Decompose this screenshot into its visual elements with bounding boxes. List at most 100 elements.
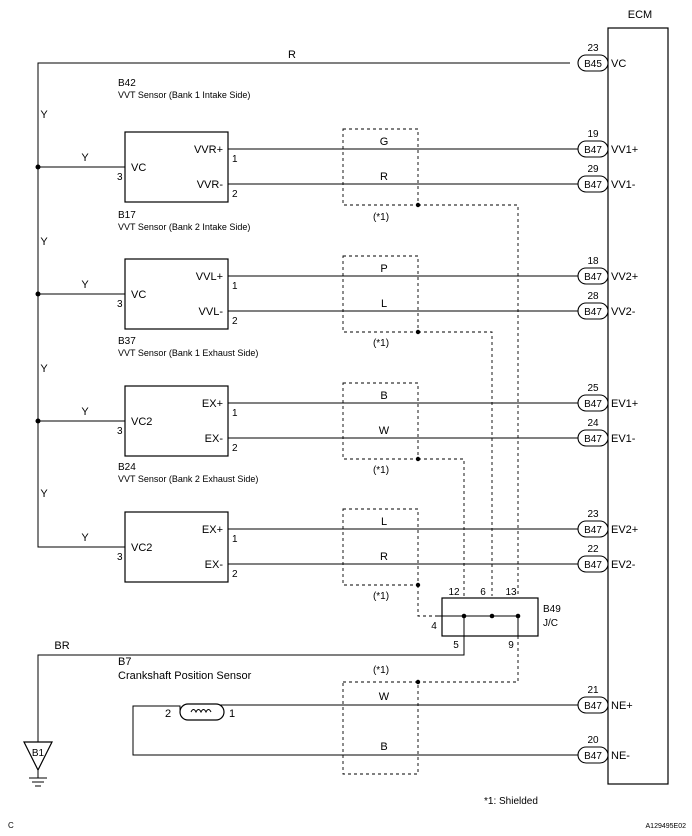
jc-pin: 12 xyxy=(448,587,460,598)
ecm-block xyxy=(607,27,669,785)
wire-color-label: P xyxy=(380,263,387,275)
ecm-pin-name: EV1+ xyxy=(611,398,638,410)
shield-outline xyxy=(342,508,419,586)
ecm-connector-oval xyxy=(577,302,609,320)
ecm-connector-oval xyxy=(577,54,609,72)
jc-pin: 6 xyxy=(480,587,486,598)
ecm-connector-oval xyxy=(577,175,609,193)
wire-color-y: Y xyxy=(81,279,89,291)
ecm-pin-name: VV2- xyxy=(611,306,636,318)
ecm-connector-oval xyxy=(577,746,609,764)
pin-number: 2 xyxy=(232,569,238,580)
wire-color-y: Y xyxy=(40,488,48,500)
wire-color-supply: R xyxy=(288,49,296,61)
sensor-box-b24 xyxy=(124,511,229,583)
jc-code: B49 xyxy=(543,604,561,615)
junction-dot xyxy=(515,613,521,619)
pin-number: 3 xyxy=(117,172,123,183)
ecm-pin-number: 23 xyxy=(587,509,599,520)
crank-name: Crankshaft Position Sensor xyxy=(118,670,252,682)
sensor-vc-label: VC xyxy=(131,162,146,174)
pin-number: 3 xyxy=(117,299,123,310)
ecm-connector-code: B47 xyxy=(584,701,602,712)
ecm-connector-code: B47 xyxy=(584,399,602,410)
pin-number: 1 xyxy=(232,154,238,165)
shield-outline xyxy=(342,255,419,333)
ecm-pin-name: EV2- xyxy=(611,559,636,571)
pin-number: 1 xyxy=(232,408,238,419)
sensor-name: VVT Sensor (Bank 1 Intake Side) xyxy=(118,90,250,100)
shield-drain-wire xyxy=(418,458,465,596)
crank-sensor-body xyxy=(179,703,225,721)
ecm-pin-number: 24 xyxy=(587,418,599,429)
sensor-box-b37 xyxy=(124,385,229,457)
wire-color-label: B xyxy=(380,390,387,402)
ecm-pin-name: NE- xyxy=(611,750,630,762)
ecm-pin-name: VV1+ xyxy=(611,144,638,156)
wire-color-y: Y xyxy=(81,152,89,164)
wire-color-y: Y xyxy=(40,109,48,121)
jc-pin: 5 xyxy=(453,640,459,651)
sensor-name: VVT Sensor (Bank 1 Exhaust Side) xyxy=(118,348,258,358)
ecm-pin-name: EV1- xyxy=(611,433,636,445)
shield-drain-dot xyxy=(415,679,421,685)
sensor-name: VVT Sensor (Bank 2 Exhaust Side) xyxy=(118,474,258,484)
shield-drain-wire xyxy=(418,331,493,596)
shield-drain-wire xyxy=(417,585,436,617)
splice-dot xyxy=(35,291,41,297)
ecm-pin-number: 25 xyxy=(587,383,599,394)
pin-number: 3 xyxy=(117,552,123,563)
sensor-plus-label: EX+ xyxy=(202,524,223,536)
jc-pin: 13 xyxy=(505,587,517,598)
sensor-code: B24 xyxy=(118,462,136,473)
wire-color-label: W xyxy=(379,425,390,437)
ecm-pin-name: VC xyxy=(611,58,626,70)
ecm-pin-name: EV2+ xyxy=(611,524,638,536)
splice-dot xyxy=(35,418,41,424)
ecm-connector-oval xyxy=(577,696,609,714)
sensor-vc-label: VC2 xyxy=(131,416,152,428)
ecm-connector-oval xyxy=(577,520,609,538)
wire-color-br: BR xyxy=(54,640,69,652)
figure-id: A129495E02 xyxy=(646,823,687,830)
ecm-pin-number: 28 xyxy=(587,291,599,302)
ecm-connector-code: B47 xyxy=(584,434,602,445)
crank-minus-wire xyxy=(132,705,578,756)
crank-code: B7 xyxy=(118,656,131,668)
ecm-connector-code: B47 xyxy=(584,525,602,536)
corner-letter: C xyxy=(8,821,14,830)
sensor-minus-label: EX- xyxy=(205,433,224,445)
footnote: *1: Shielded xyxy=(484,796,538,807)
wire-color-label: L xyxy=(381,516,387,528)
pin-number: 2 xyxy=(232,316,238,327)
sensor-minus-label: VVR- xyxy=(197,179,224,191)
sensor-code: B42 xyxy=(118,78,136,89)
ecm-connector-code: B47 xyxy=(584,560,602,571)
shield-outline xyxy=(342,128,419,206)
ecm-connector-oval xyxy=(577,429,609,447)
crank-plus-wire xyxy=(211,704,578,712)
wire-color-y: Y xyxy=(40,363,48,375)
sensor-minus-label: EX- xyxy=(205,559,224,571)
pin-number: 3 xyxy=(117,426,123,437)
sensor-minus-label: VVL- xyxy=(199,306,224,318)
pin-number: 1 xyxy=(232,534,238,545)
ecm-pin-number: 29 xyxy=(587,164,599,175)
pin-number: 2 xyxy=(165,708,171,720)
ecm-connector-oval xyxy=(577,140,609,158)
ecm-connector-oval xyxy=(577,267,609,285)
sensor-box-b42 xyxy=(124,131,229,203)
ecm-pin-number: 20 xyxy=(587,735,599,746)
ecm-connector-oval xyxy=(577,394,609,412)
shield-drain-wire xyxy=(418,204,519,596)
ecm-connector-code: B47 xyxy=(584,180,602,191)
ecm-pin-name: VV1- xyxy=(611,179,636,191)
pin-number: 1 xyxy=(229,708,235,720)
shield-label: (*1) xyxy=(373,465,389,476)
pin-number: 1 xyxy=(232,281,238,292)
wire-color-y: Y xyxy=(81,532,89,544)
sensor-vc-label: VC xyxy=(131,289,146,301)
sensor-plus-label: EX+ xyxy=(202,398,223,410)
sensor-code: B17 xyxy=(118,210,136,221)
